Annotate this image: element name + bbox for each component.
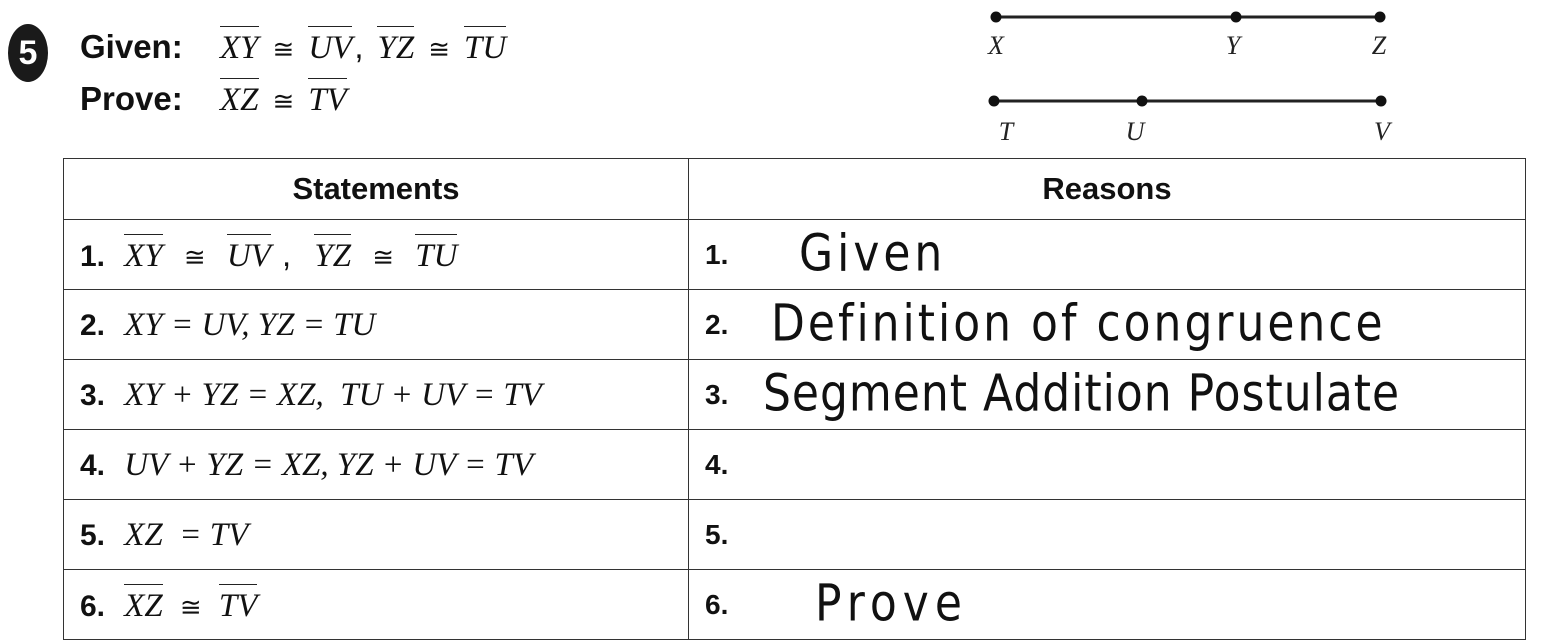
statement-segment-tu: TU — [415, 234, 458, 275]
statement-cell-1: 1. XY ≅ UV , YZ ≅ TU — [63, 219, 689, 290]
statement-segment-xy: XY — [124, 234, 163, 275]
reason-number: 5. — [705, 518, 729, 550]
prove-segment-xz: XZ — [220, 78, 259, 119]
proof-row-5: 5. XZ = TV 5. — [63, 499, 1526, 570]
statement-cell-3: 3. XY + YZ = XZ, TU + UV = TV — [63, 359, 689, 430]
statement-number: 6. — [80, 590, 106, 623]
given-line: Given: XY ≅ UV , YZ ≅ TU — [80, 26, 507, 67]
reason-number: 2. — [705, 308, 729, 340]
statement-number: 5. — [80, 519, 106, 552]
point-u-label: U — [1126, 117, 1147, 146]
given-comma: , — [354, 28, 364, 65]
reason-number: 3. — [705, 378, 729, 410]
point-v-dot — [1375, 95, 1387, 107]
statement-text: XY + YZ = XZ, TU + UV = TV — [124, 377, 542, 413]
reason-cell-2[interactable]: 2. Definition of congruence — [688, 289, 1526, 360]
segment-diagram: X Y Z T U V — [987, 11, 1393, 146]
reason-cell-5[interactable]: 5. — [688, 499, 1526, 570]
statement-cell-2: 2. XY = UV, YZ = TU — [63, 289, 689, 360]
point-x-label: X — [987, 31, 1005, 60]
reason-cell-6[interactable]: 6. Prove — [688, 569, 1526, 640]
statement-cell-5: 5. XZ = TV — [63, 499, 689, 570]
proof-row-6: 6. XZ ≅ TV 6. Prove — [63, 569, 1526, 640]
statement-cell-4: 4. UV + YZ = XZ, YZ + UV = TV — [63, 429, 689, 500]
point-u-dot — [1136, 95, 1148, 107]
congruent-symbol: ≅ — [428, 35, 450, 65]
handwritten-reason: Definition of congruence — [771, 294, 1386, 353]
reason-cell-3[interactable]: 3. Segment Addition Postulate — [688, 359, 1526, 430]
reason-cell-1[interactable]: 1. Given — [688, 219, 1526, 290]
handwritten-reason: Prove — [815, 574, 968, 633]
point-v-label: V — [1374, 117, 1393, 146]
statement-number: 2. — [80, 309, 106, 342]
point-z-dot — [1374, 11, 1386, 23]
reasons-header: Reasons — [688, 158, 1526, 220]
statement-number: 3. — [80, 379, 106, 412]
statement-segment-uv: UV — [226, 234, 271, 275]
congruent-symbol: ≅ — [272, 35, 295, 65]
proof-table-header-row: Statements Reasons — [63, 158, 1526, 220]
congruent-symbol: ≅ — [272, 87, 295, 117]
reason-number: 4. — [705, 448, 729, 480]
point-t-label: T — [999, 117, 1015, 146]
reason-number: 6. — [705, 588, 729, 620]
statement-text: XZ = TV — [124, 517, 249, 553]
prove-segment-tv: TV — [308, 78, 347, 119]
congruent-symbol: ≅ — [372, 243, 395, 273]
proof-row-1: 1. XY ≅ UV , YZ ≅ TU 1. Given — [63, 219, 1526, 290]
statement-text: XY = UV, YZ = TU — [124, 307, 376, 343]
statement-comma: , — [282, 236, 292, 273]
statements-header: Statements — [63, 158, 689, 220]
congruent-symbol: ≅ — [179, 593, 202, 623]
proof-table: Statements Reasons 1. XY ≅ UV , YZ ≅ TU … — [63, 158, 1526, 640]
given-label: Given: — [80, 28, 183, 65]
point-z-label: Z — [1372, 31, 1387, 60]
point-t-dot — [988, 95, 1000, 107]
statement-segment-xz: XZ — [124, 584, 163, 625]
reason-cell-4[interactable]: 4. — [688, 429, 1526, 500]
given-segment-xy: XY — [220, 26, 259, 67]
point-y-dot — [1230, 11, 1242, 23]
point-y-label: Y — [1226, 31, 1243, 60]
statement-text: UV + YZ = XZ, YZ + UV = TV — [124, 447, 533, 483]
statement-number: 4. — [80, 449, 106, 482]
statement-segment-tv: TV — [218, 584, 257, 625]
given-segment-yz: YZ — [377, 26, 414, 67]
prove-label: Prove: — [80, 80, 183, 117]
statement-cell-6: 6. XZ ≅ TV — [63, 569, 689, 640]
problem-number-badge: 5 — [8, 24, 48, 82]
statement-segment-yz: YZ — [314, 234, 351, 275]
congruent-symbol: ≅ — [183, 243, 206, 273]
given-segment-tu: TU — [464, 26, 507, 67]
statement-number: 1. — [80, 240, 106, 273]
reason-number: 1. — [705, 238, 729, 270]
point-x-dot — [990, 11, 1002, 23]
proof-row-2: 2. XY = UV, YZ = TU 2. Definition of con… — [63, 289, 1526, 360]
given-segment-uv: UV — [308, 26, 353, 67]
handwritten-reason: Given — [799, 224, 947, 283]
proof-row-4: 4. UV + YZ = XZ, YZ + UV = TV 4. — [63, 429, 1526, 500]
handwritten-reason: Segment Addition Postulate — [763, 364, 1401, 423]
prove-line: Prove: XZ ≅ TV — [80, 78, 347, 119]
proof-row-3: 3. XY + YZ = XZ, TU + UV = TV 3. Segment… — [63, 359, 1526, 430]
